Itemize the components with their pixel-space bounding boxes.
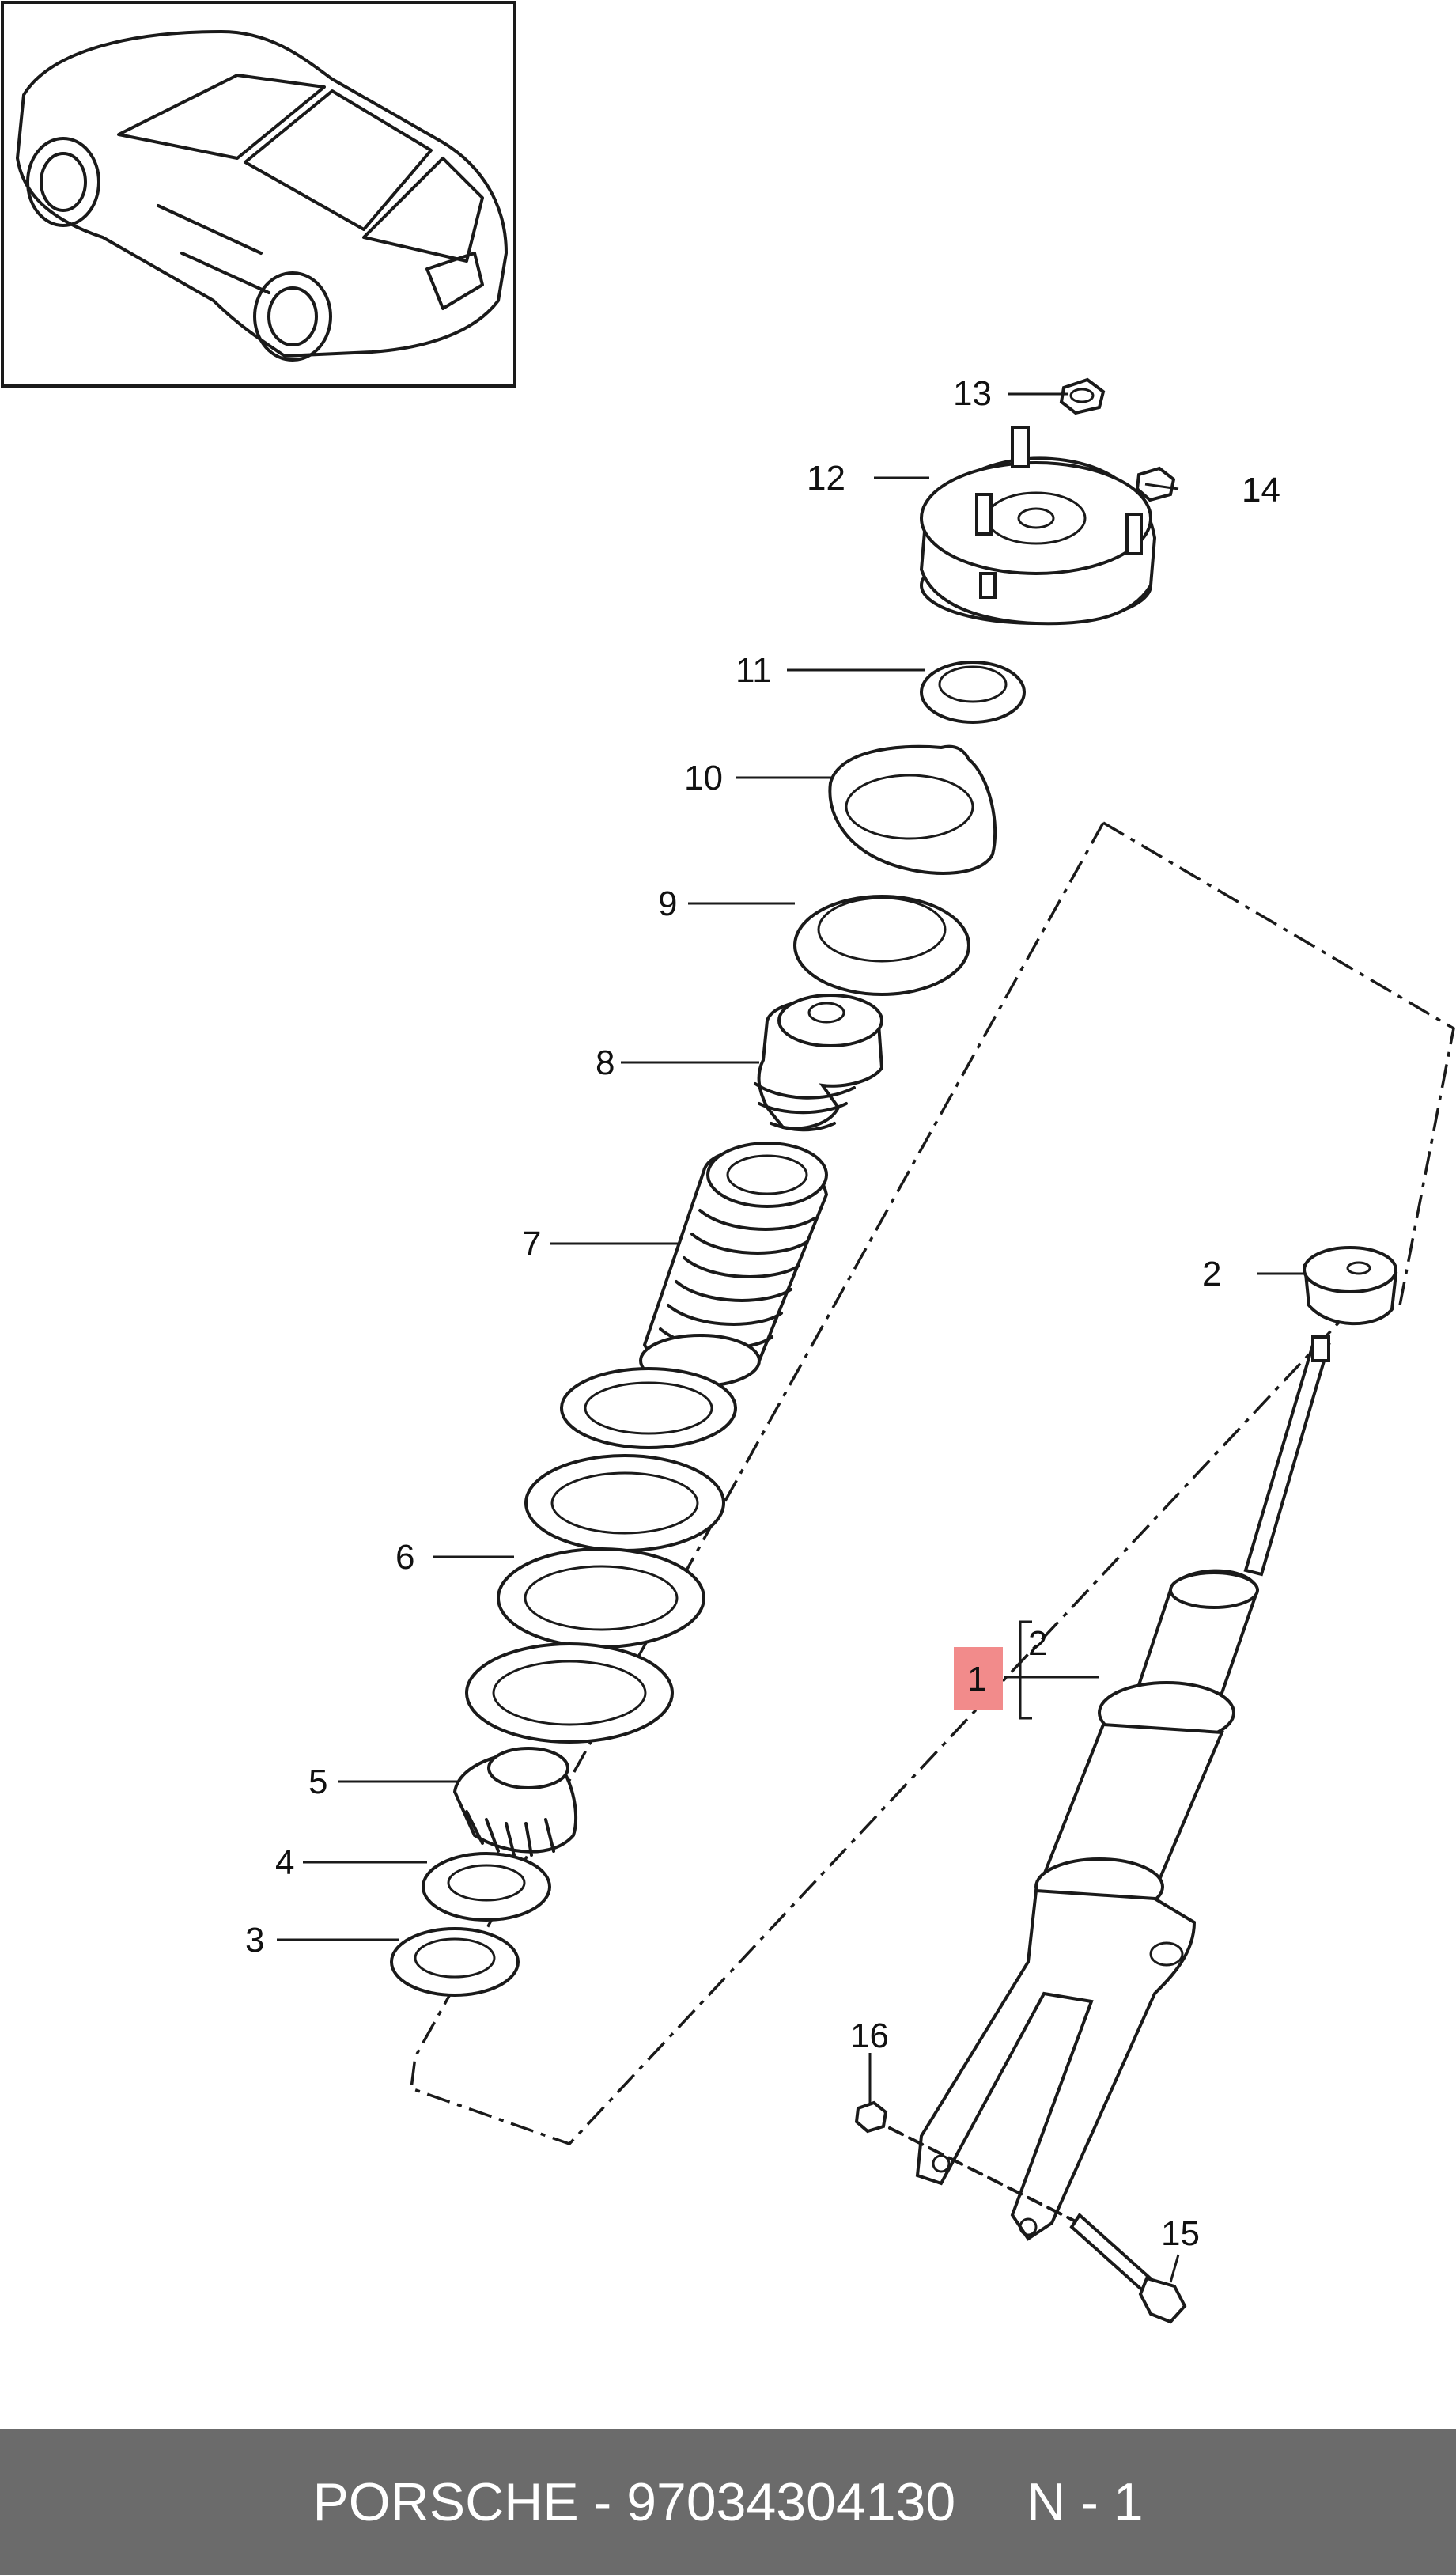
part-9-spring-pad xyxy=(793,895,970,996)
callout-15: 15 xyxy=(1161,2214,1200,2253)
callout-10: 10 xyxy=(684,759,723,797)
callout-7: 7 xyxy=(522,1225,541,1263)
part-13-nut xyxy=(1059,377,1106,415)
callout-16: 16 xyxy=(850,2016,889,2055)
callout-8: 8 xyxy=(596,1043,615,1082)
footer-bar: PORSCHE - 97034304130 N - 1 xyxy=(0,2429,1456,2575)
callout-2-bracket: 2 xyxy=(1028,1624,1047,1663)
footer-quantity: N - 1 xyxy=(1027,2471,1144,2532)
part-10-spring-seat xyxy=(828,744,997,875)
callout-11: 11 xyxy=(736,651,772,690)
callout-1-highlight xyxy=(954,1647,1003,1710)
callout-14: 14 xyxy=(1242,471,1280,509)
part-8-bump-stop xyxy=(754,994,884,1132)
part-16-nut xyxy=(854,2100,888,2134)
callout-1-bracket xyxy=(1019,1620,1032,1720)
callout-9: 9 xyxy=(658,884,677,923)
callout-12: 12 xyxy=(807,459,845,498)
part-2-bushing xyxy=(1303,1246,1398,1326)
part-11-ring xyxy=(920,661,1026,724)
part-3-shim xyxy=(390,1927,520,1997)
part-4-washer xyxy=(422,1852,551,1922)
part-7-bellows xyxy=(639,1142,829,1388)
callout-labels: 13 14 12 11 10 9 8 7 6 5 4 3 2 2 1 16 15 xyxy=(245,374,1280,2253)
footer-separator: - xyxy=(593,2471,612,2532)
part-12-strut-mount xyxy=(919,426,1157,626)
part-14-nut xyxy=(1135,466,1176,502)
callout-13: 13 xyxy=(953,374,992,413)
part-1-shock-absorber xyxy=(915,1335,1331,2241)
leader-lines xyxy=(277,392,1305,2283)
footer-part-number: 97034304130 xyxy=(626,2471,956,2532)
part-5-lower-seat xyxy=(452,1747,577,1857)
vehicle-thumbnail xyxy=(1,1,516,388)
callout-2-bushing: 2 xyxy=(1202,1255,1221,1293)
callout-1: 1 xyxy=(967,1660,986,1698)
part-6-coil-spring xyxy=(465,1367,737,1744)
callout-3: 3 xyxy=(245,1921,264,1960)
part-15-bolt xyxy=(888,2126,1187,2324)
callout-4: 4 xyxy=(275,1843,294,1882)
assembly-boundary-line xyxy=(410,821,1455,2146)
callout-6: 6 xyxy=(395,1538,414,1577)
callout-5: 5 xyxy=(308,1763,327,1801)
footer-brand: PORSCHE xyxy=(312,2471,579,2532)
